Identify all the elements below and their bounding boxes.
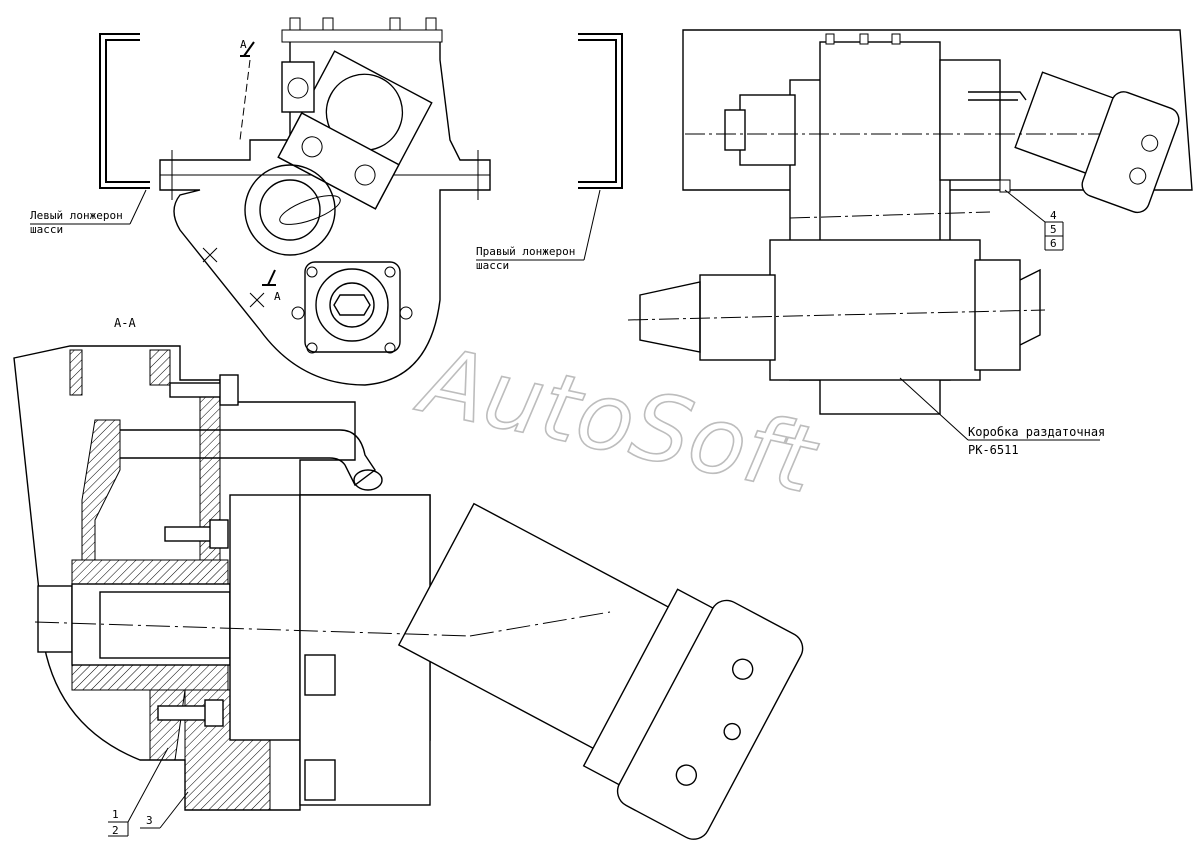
section-mark-top: А bbox=[240, 38, 247, 51]
section-title: А-А bbox=[114, 316, 136, 330]
section-view bbox=[13, 345, 804, 840]
left-spar-label-2: шасси bbox=[30, 223, 63, 236]
right-spar-label-2: шасси bbox=[476, 259, 509, 272]
callout-2: 2 bbox=[112, 824, 119, 837]
callout-5: 5 bbox=[1050, 223, 1057, 236]
mount-bracket bbox=[159, 35, 491, 386]
callout-6: 6 bbox=[1050, 237, 1057, 250]
left-spar-label: Левый лонжерон bbox=[30, 209, 123, 222]
section-mark-bottom: А bbox=[274, 290, 281, 303]
left-spar-leader bbox=[129, 189, 147, 225]
gearbox-title: Коробка раздаточная bbox=[968, 425, 1105, 439]
gearbox-model: РК-6511 bbox=[968, 443, 1019, 457]
right-spar-leader bbox=[583, 189, 601, 261]
gearbox-leader bbox=[899, 377, 969, 441]
front-view: А А bbox=[99, 17, 623, 386]
callout-3: 3 bbox=[146, 814, 153, 827]
frame-outline bbox=[682, 29, 1193, 191]
side-view: 4 5 6 bbox=[627, 29, 1193, 441]
right-spar-channel bbox=[578, 33, 623, 189]
left-spar-channel bbox=[99, 33, 150, 189]
callout-1: 1 bbox=[112, 808, 119, 821]
right-spar-label: Правый лонжерон bbox=[476, 245, 575, 258]
callout-4: 4 bbox=[1050, 209, 1057, 222]
